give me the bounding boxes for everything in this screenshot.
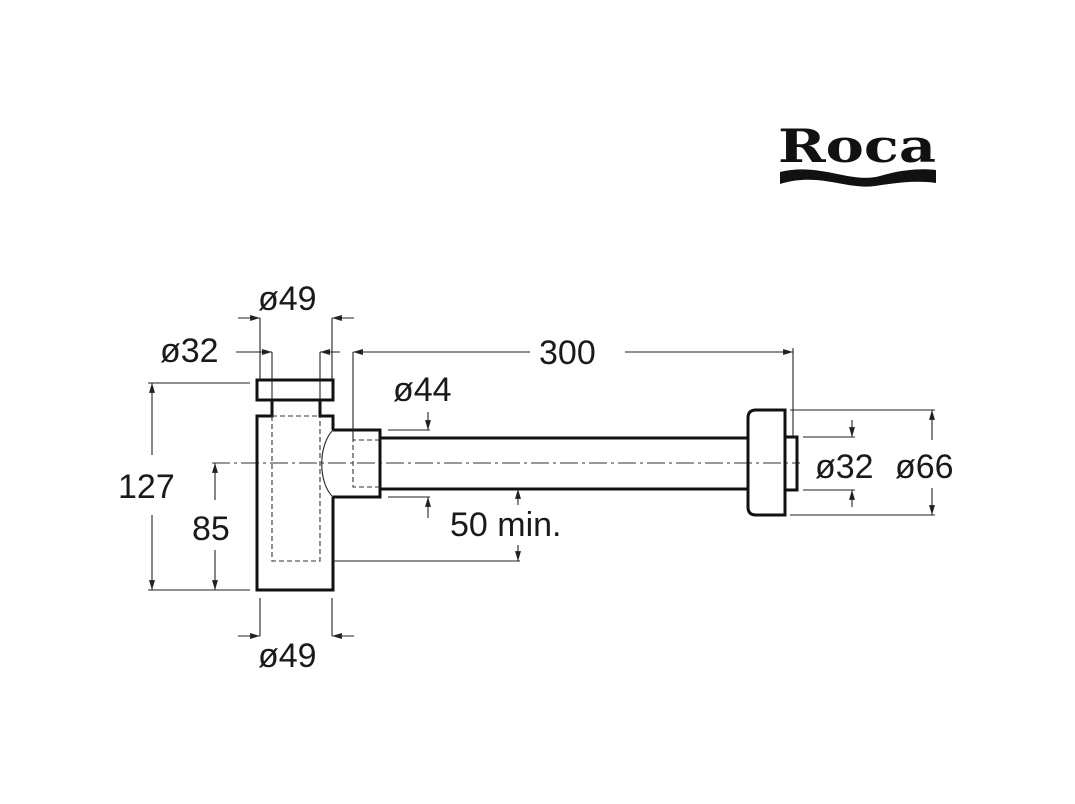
dimension-lines (148, 315, 935, 639)
dim-min-clearance: 50 min. (450, 506, 562, 544)
dim-outlet-height: 85 (192, 510, 230, 548)
dim-outlet-inner-diameter: ø32 (815, 448, 874, 486)
siphon-body (255, 378, 799, 592)
dim-top-inner-diameter: ø32 (160, 332, 219, 370)
roca-logo: Roca (778, 119, 936, 187)
dim-total-height: 127 (118, 468, 175, 506)
svg-text:Roca: Roca (778, 119, 936, 173)
dim-top-outer-diameter: ø49 (258, 280, 317, 318)
dim-bottom-diameter: ø49 (258, 637, 317, 675)
dim-length: 300 (539, 334, 596, 372)
dim-sleeve-diameter: ø44 (393, 371, 452, 409)
dim-flange-diameter: ø66 (895, 448, 954, 486)
